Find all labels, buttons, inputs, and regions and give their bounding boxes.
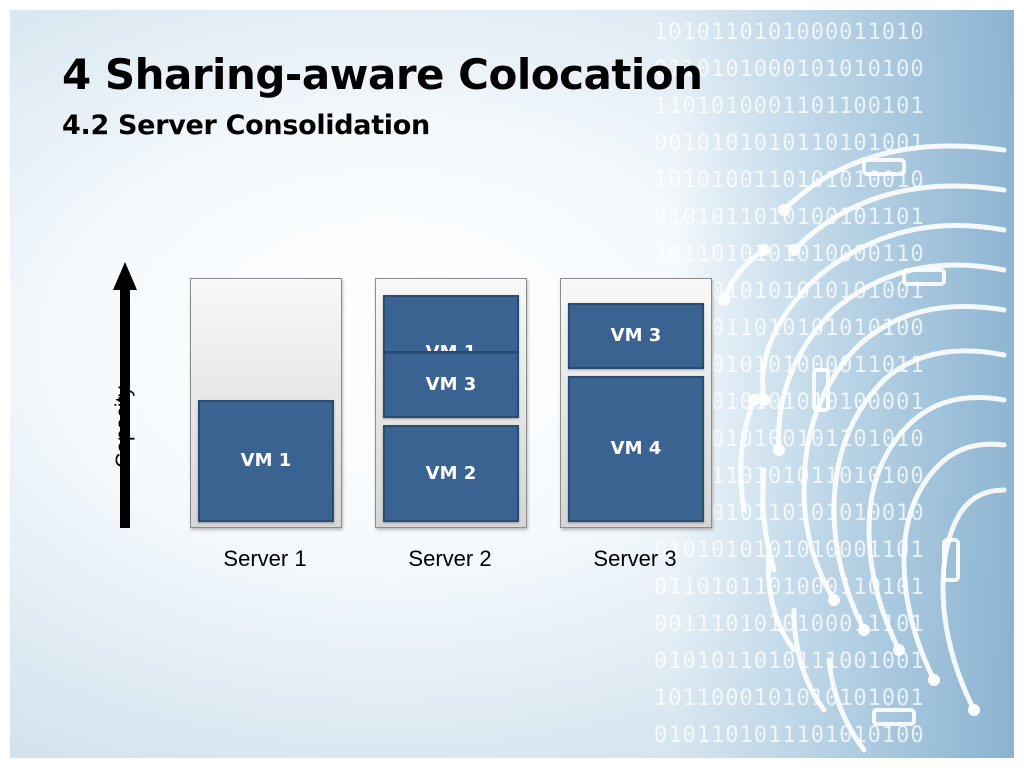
server-1-label: Server 1 <box>223 546 307 571</box>
binary-row: 0010101010110101001 <box>654 131 925 156</box>
binary-row: 0110101000101010100 <box>654 57 925 82</box>
capacity-axis-label: Capacity <box>112 386 135 468</box>
capacity-arrow-head <box>113 262 137 290</box>
server-3-label: Server 3 <box>593 546 677 571</box>
binary-row: 0101101011101010100 <box>654 723 925 748</box>
binary-row: 1011000101010101001 <box>654 686 925 711</box>
vm-block: VM 3 <box>383 352 519 418</box>
server-1-box: VM 1 <box>190 278 342 528</box>
binary-row: 0011101010100011101 <box>654 612 925 637</box>
binary-row: 0101010101010001101 <box>654 538 925 563</box>
background-art: 1010110101000011010 0110101000101010100 11… <box>654 10 1014 758</box>
vm-block: VM 2 <box>383 425 519 522</box>
vm-block: VM 3 <box>568 303 704 369</box>
vm-block: VM 1 <box>198 400 334 522</box>
server-3-box: VM 3 VM 4 <box>560 278 712 528</box>
binary-row: 0101011010111001001 <box>654 649 925 674</box>
server-2-box: VM 1 VM 3 VM 2 <box>375 278 527 528</box>
binary-row: 1011010101010000110 <box>654 242 925 267</box>
fingerprint-icon <box>718 143 1007 753</box>
binary-row: 1101010001101100101 <box>654 94 925 119</box>
server-2-label: Server 2 <box>408 546 492 571</box>
slide: 1010110101000011010 0110101000101010100 11… <box>10 10 1014 758</box>
capacity-axis <box>120 288 130 528</box>
slide-subtitle: 4.2 Server Consolidation <box>62 110 430 141</box>
vm-block-hidden: VM 1 <box>383 295 519 353</box>
binary-row: 1010110101000011010 <box>654 20 925 45</box>
vm-block: VM 4 <box>568 376 704 522</box>
slide-title: 4 Sharing-aware Colocation <box>62 50 703 99</box>
